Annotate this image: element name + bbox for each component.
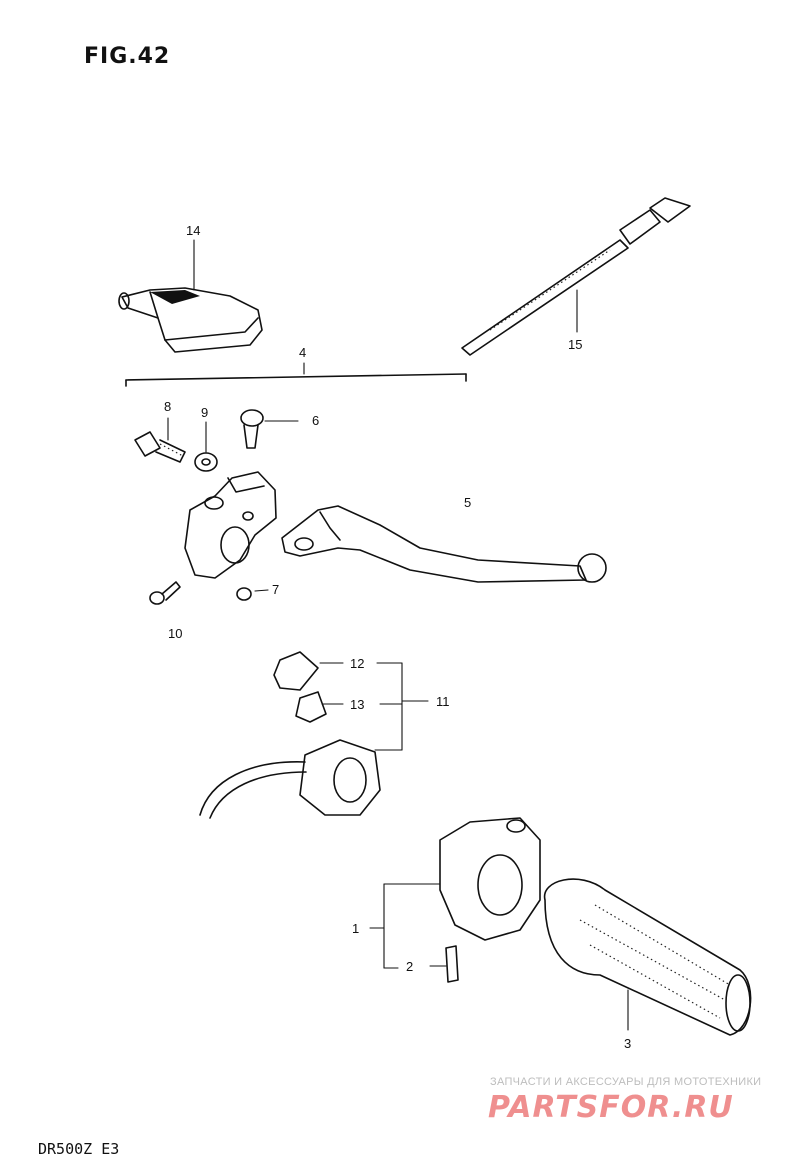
lever-holder-bracket	[184, 471, 277, 579]
callout-11: 11	[436, 694, 450, 709]
callout-9: 9	[201, 405, 209, 420]
watermark-caption: ЗАПЧАСТИ И АКСЕССУАРЫ ДЛЯ МОТОТЕХНИКИ	[490, 1076, 762, 1088]
part-6-pivot-bolt	[240, 409, 299, 449]
part-1-throttle-housing	[369, 817, 541, 969]
callout-6: 6	[312, 413, 320, 428]
callout-7: 7	[272, 582, 280, 597]
part-9-nut	[194, 421, 218, 472]
callout-12: 12	[350, 656, 365, 671]
part-3-grip	[543, 878, 752, 1036]
part-2-screw	[429, 945, 459, 983]
part-5-clutch-lever	[281, 505, 607, 583]
callout-1: 1	[352, 921, 360, 936]
assembly-4-bracket	[125, 362, 467, 387]
callout-10: 10	[168, 626, 183, 641]
callout-2: 2	[406, 959, 414, 974]
watermark-brand: PARTSFOR.RU	[488, 1090, 734, 1125]
callout-15: 15	[568, 337, 583, 352]
part-15-cable-tie	[461, 197, 691, 356]
model-code: DR500Z E3	[38, 1140, 120, 1158]
figure-title: FIG.42	[84, 44, 171, 69]
part-10-screw	[149, 581, 181, 605]
callout-3: 3	[624, 1036, 632, 1051]
callout-4: 4	[299, 345, 307, 360]
callout-8: 8	[164, 399, 172, 414]
switch-assembly-11	[199, 651, 429, 819]
part-7-nut	[236, 587, 269, 601]
part-8-adjuster-bolt	[134, 417, 186, 463]
part-14-lever-cover	[118, 239, 263, 353]
callout-14: 14	[186, 223, 201, 238]
callout-5: 5	[464, 495, 472, 510]
callout-13: 13	[350, 697, 365, 712]
